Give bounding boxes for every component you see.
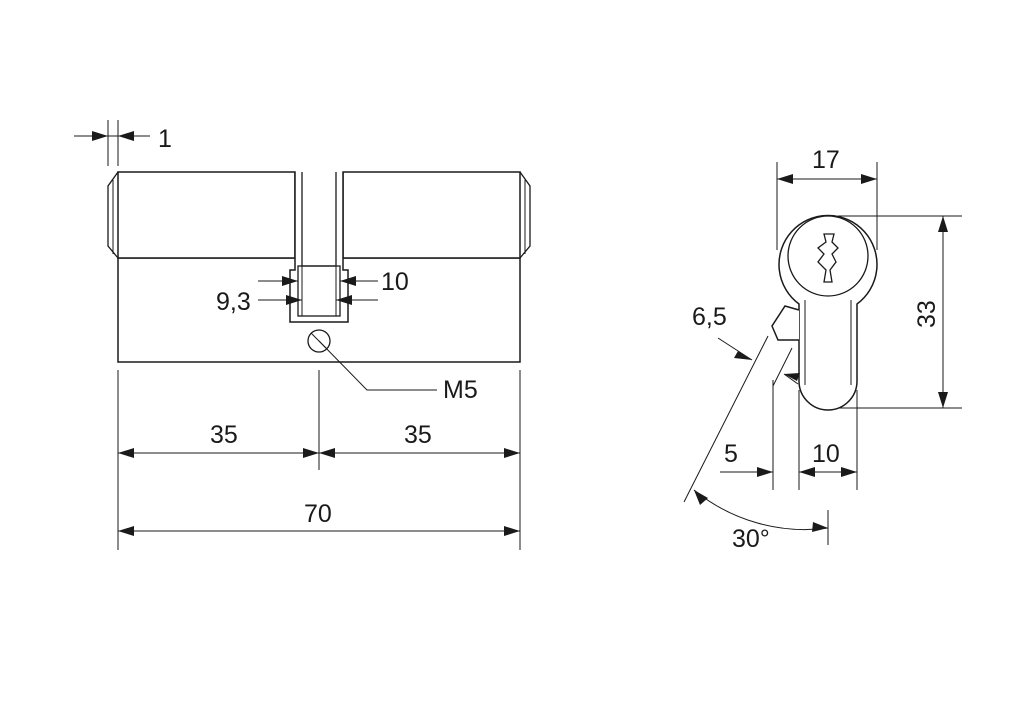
- dim-angle: 30°: [732, 525, 770, 553]
- side-view: M5 1 10 9,3 35 35 70: [74, 120, 531, 550]
- cylinder-plug-left: [117, 171, 296, 259]
- plug-circle: [787, 215, 869, 297]
- arrow-icon: [340, 276, 356, 286]
- dim-cam-inner: 9,3: [216, 288, 251, 316]
- arrow-icon: [286, 295, 302, 305]
- profile-outline: [778, 214, 878, 411]
- m5-leader: [318, 340, 437, 391]
- arrow-icon: [504, 526, 520, 536]
- arrow-icon: [861, 174, 877, 184]
- arrow-icon: [303, 448, 319, 458]
- arrow-icon: [938, 216, 948, 232]
- arrow-icon: [734, 351, 752, 360]
- cam-block: [297, 265, 341, 317]
- arrow-icon: [784, 373, 800, 381]
- dim-right-half: 35: [404, 421, 432, 449]
- dim-flange-offset: 1: [158, 125, 172, 153]
- arrow-icon: [504, 448, 520, 458]
- cam-tip: [771, 305, 800, 341]
- keyway: [817, 233, 839, 283]
- arrow-icon: [938, 392, 948, 408]
- arrow-icon: [694, 490, 708, 505]
- m5-label: M5: [443, 376, 478, 404]
- dim-profile-height: 33: [913, 300, 941, 328]
- dim-total-length: 70: [304, 500, 332, 528]
- angle-arc: [693, 489, 829, 531]
- arrow-icon: [118, 131, 134, 141]
- cam-slot: [289, 172, 349, 323]
- arrow-icon: [757, 467, 773, 477]
- dim-profile-width: 17: [812, 146, 840, 174]
- arrow-icon: [319, 448, 335, 458]
- arrow-icon: [118, 448, 134, 458]
- arrow-icon: [812, 522, 828, 532]
- dim-cam-tip: 6,5: [692, 303, 727, 331]
- arrow-icon: [336, 295, 352, 305]
- arrow-icon: [841, 467, 857, 477]
- arrow-icon: [92, 131, 108, 141]
- dim-left-half: 35: [210, 421, 238, 449]
- dim-bottom-width: 10: [812, 440, 840, 468]
- arrow-icon: [777, 174, 793, 184]
- dim-cam-width: 10: [381, 268, 409, 296]
- arrow-icon: [799, 467, 815, 477]
- dim-cam-offset: 5: [724, 440, 738, 468]
- profile-view: 17 33 6,5 5 10 30°: [683, 146, 962, 553]
- cylinder-plug-right: [342, 171, 521, 259]
- arrow-icon: [118, 526, 134, 536]
- screw-hole: [307, 329, 331, 353]
- arrow-icon: [282, 276, 298, 286]
